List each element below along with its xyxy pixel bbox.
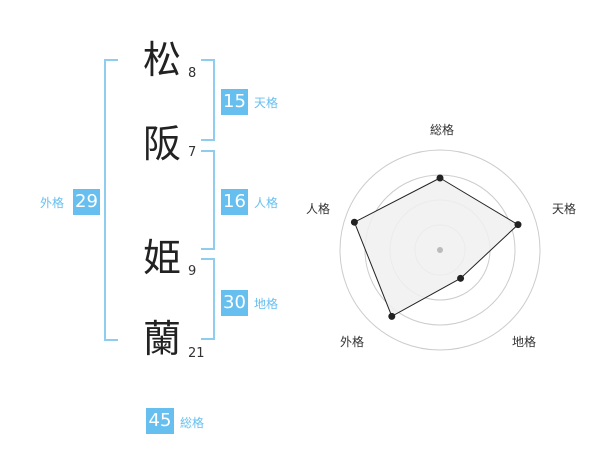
soukaku-label: 総格 [180, 416, 205, 430]
radar-label-soukaku: 総格 [429, 123, 454, 137]
radar-label-tenkaku: 天格 [551, 202, 576, 216]
radar-point-2 [514, 221, 522, 229]
name-char-1: 松 [143, 38, 182, 82]
chikaku-value-badge: 30 [221, 290, 248, 316]
tenkaku-bracket [201, 59, 215, 141]
stroke-count-4: 21 [188, 346, 205, 361]
soukaku-value-badge: 45 [146, 408, 174, 434]
radar-center-dot [437, 247, 443, 253]
radar-point-4 [388, 312, 396, 320]
radar-label-gaikaku: 外格 [339, 335, 364, 349]
name-char-4: 蘭 [143, 317, 182, 361]
radar-point-5 [350, 218, 358, 226]
gaikaku-value-badge: 29 [73, 189, 100, 215]
stroke-count-2: 7 [188, 145, 197, 160]
chikaku-label: 地格 [254, 297, 279, 311]
fortune-radar-chart [339, 149, 541, 351]
stroke-count-1: 8 [188, 66, 197, 81]
gaikaku-bracket [104, 59, 118, 341]
gaikaku-label: 外格 [40, 196, 65, 210]
jinkaku-bracket [201, 150, 215, 250]
radar-series-area [353, 177, 519, 318]
name-char-3: 姫 [143, 236, 182, 280]
jinkaku-label: 人格 [254, 196, 279, 210]
radar-label-jinkaku: 人格 [305, 202, 330, 216]
radar-point-1 [436, 174, 444, 182]
stroke-count-3: 9 [188, 264, 197, 279]
chikaku-bracket [201, 258, 215, 340]
radar-label-chikaku: 地格 [511, 335, 536, 349]
tenkaku-value-badge: 15 [221, 89, 248, 115]
jinkaku-value-badge: 16 [221, 189, 248, 215]
tenkaku-label: 天格 [254, 96, 279, 110]
radar-ring [339, 149, 541, 351]
radar-point-3 [457, 274, 465, 282]
name-char-2: 阪 [143, 122, 182, 166]
